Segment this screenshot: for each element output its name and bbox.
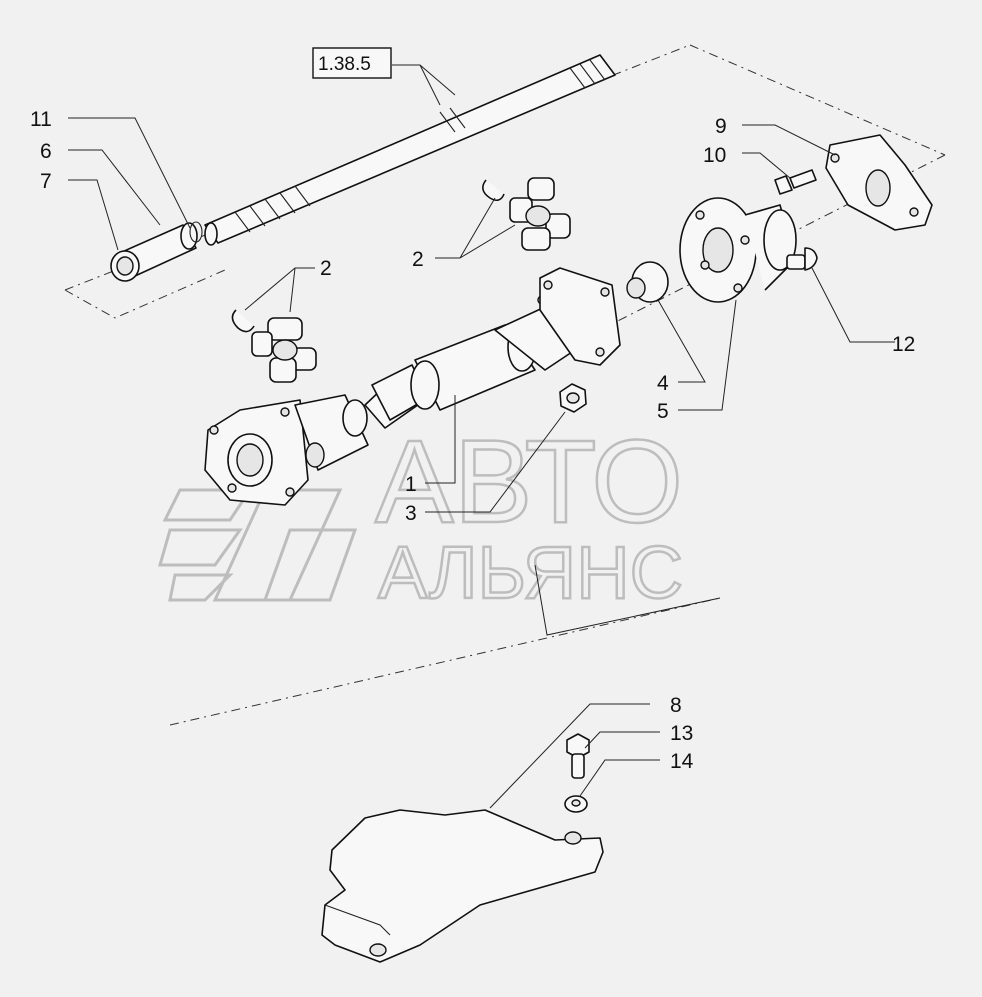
callout-13: 13	[670, 722, 693, 745]
guard-plate	[321, 809, 604, 963]
cross-spider-right	[482, 177, 571, 251]
stud-bolt	[786, 247, 818, 271]
callout-2-left: 2	[320, 257, 332, 280]
callout-8: 8	[670, 694, 682, 717]
callout-2-right: 2	[412, 248, 424, 271]
washer	[564, 795, 588, 813]
callout-4: 4	[657, 372, 669, 395]
bushing	[626, 261, 669, 303]
cover-plate	[825, 134, 933, 231]
callout-6: 6	[40, 140, 52, 163]
callout-14: 14	[670, 750, 694, 773]
hex-nut	[559, 383, 587, 413]
cross-spider-left	[231, 309, 317, 383]
coupling-sleeve	[110, 221, 203, 282]
callout-12: 12	[892, 333, 915, 356]
callout-9: 9	[715, 115, 727, 138]
drive-shaft	[204, 267, 621, 506]
watermark-text-line1: АВТО	[375, 416, 683, 548]
hub-flange	[679, 197, 797, 303]
callout-7: 7	[40, 170, 52, 193]
reference-box	[312, 47, 392, 79]
hex-bolt	[774, 169, 817, 195]
watermark-logo	[158, 488, 358, 602]
watermark-text-line2: АЛЬЯНС	[378, 531, 683, 614]
leader-lines	[68, 64, 895, 809]
callout-10: 10	[703, 144, 726, 167]
splined-shaft	[204, 54, 616, 246]
callout-1: 1	[405, 473, 417, 496]
reference-planes	[64, 44, 946, 726]
callout-5: 5	[657, 400, 669, 423]
callout-3: 3	[405, 502, 417, 525]
callout-11: 11	[30, 108, 52, 131]
screw	[566, 733, 590, 779]
reference-number: 1.38.5	[318, 54, 371, 75]
